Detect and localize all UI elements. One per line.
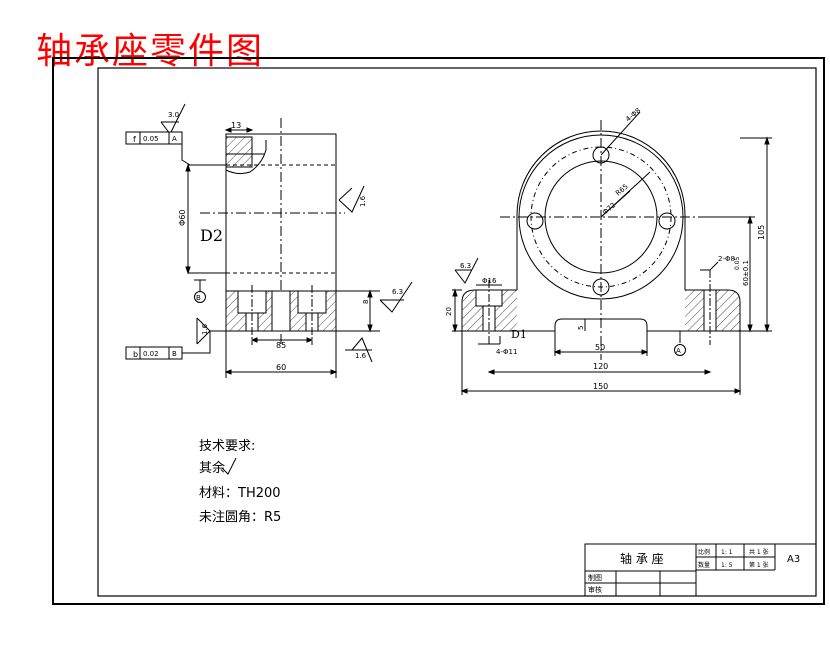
title-block-checked-label: 审核: [588, 585, 602, 594]
datum-f-value: 0.05: [143, 135, 159, 143]
dim-20: 20: [445, 307, 453, 316]
side-body-outline: [516, 130, 686, 290]
notes-heading: 技术要求:: [199, 439, 255, 454]
dim-r65: R65: [614, 183, 630, 198]
title-block-part-name: 轴 承 座: [620, 551, 664, 566]
title-block-sheet-no: 第 1 张: [749, 561, 769, 569]
inner-border: [97, 67, 817, 597]
bolt-hole-right: [658, 212, 676, 230]
side-view: [452, 111, 772, 395]
datum-f-label: f: [133, 135, 136, 144]
notes-line-3: 未注圆角：R5: [199, 510, 281, 525]
page-title: 轴承座零件图: [36, 31, 265, 72]
dim-60: 60: [276, 363, 286, 372]
datum-b-marker: B: [196, 294, 201, 302]
dim-top-13: 13: [231, 121, 241, 130]
datum-b-label: b: [133, 350, 138, 359]
roughness-side-label: 6.3: [460, 262, 471, 270]
roughness-base-right-label: 6.3: [392, 288, 403, 296]
roughness-right-label: 1.6: [359, 195, 367, 207]
front-view: [125, 103, 413, 378]
dim-height: Φ60: [178, 210, 187, 226]
title-block-sheets-total: 共 1 张: [749, 548, 769, 556]
dim-2-phi8: 2-Φ8: [718, 255, 735, 263]
front-partial-section: [225, 136, 253, 168]
datum-f-ref: A: [172, 135, 177, 143]
roughness-top-label: 3.0: [168, 111, 179, 119]
front-break-line: [225, 140, 267, 175]
dim-base-h: 8: [362, 300, 370, 304]
title-block-qty-label: 数量: [698, 561, 710, 569]
datum-b-value: 0.02: [143, 350, 159, 358]
dim-5: 5: [577, 326, 585, 330]
notes-line-1: 其余: [199, 460, 225, 476]
dim-offset: 60±0.1: [742, 260, 750, 286]
label-d2: D2: [200, 226, 223, 245]
title-block-size: A3: [787, 554, 800, 565]
roughness-left-label: 1.6: [201, 323, 209, 335]
bolt-hole-left: [526, 212, 544, 230]
datum-b-ref: B: [172, 350, 177, 358]
dim-120: 120: [593, 362, 608, 371]
notes-roughness-symbol: [221, 457, 237, 475]
datum-a-marker: A: [676, 347, 681, 355]
dim-85: 85: [276, 341, 286, 350]
dim-phi16: Φ16: [482, 277, 497, 285]
dim-phi72: Φ72: [601, 201, 617, 216]
dim-50: 50: [595, 343, 605, 352]
outer-border: [52, 57, 825, 605]
dim-105: 105: [757, 225, 766, 240]
dim-150: 150: [593, 382, 608, 391]
label-d1: D1: [511, 328, 527, 341]
roughness-bottom-label: 1.6: [355, 352, 367, 360]
notes-line-2: 材料：TH200: [199, 486, 281, 501]
title-block-scale-label: 比例: [698, 548, 710, 556]
title-block: [584, 543, 817, 597]
title-block-qty-value: 1: 5: [721, 562, 733, 569]
dim-4-phi8: 4-Φ8: [624, 107, 642, 124]
title-block-scale-value: 1: 1: [721, 549, 733, 556]
title-block-drawn-label: 制图: [588, 573, 602, 582]
dim-4-phi11: 4-Φ11: [496, 348, 517, 356]
dim-tolerance: 0.05: [734, 256, 741, 270]
